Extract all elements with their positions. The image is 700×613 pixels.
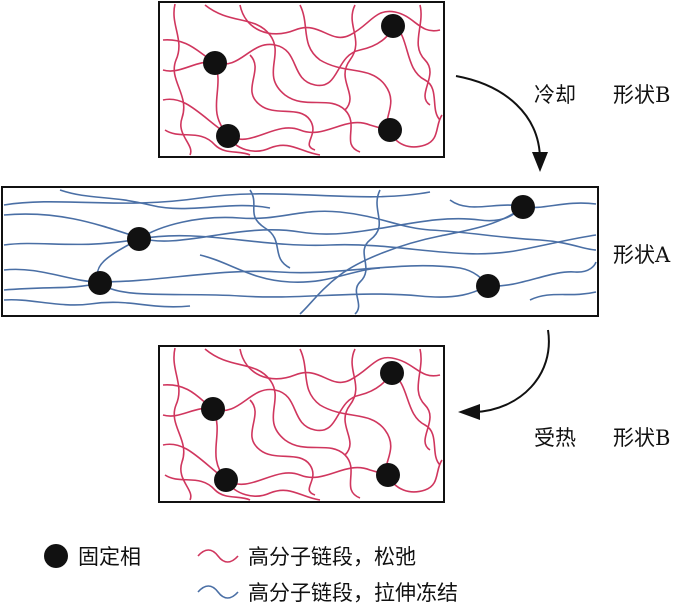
legend-fixed-phase-label: 固定相: [78, 545, 141, 569]
fixed-phase-node: [201, 397, 225, 421]
label-cooling: 冷却: [534, 83, 576, 107]
fixed-phase-node: [380, 361, 404, 385]
legend-relaxed-label: 高分子链段，松弛: [248, 545, 416, 569]
middle-box-frame: [1, 186, 599, 317]
legend-frozen-symbol: [197, 585, 239, 599]
bottom-box-shape-b: [158, 345, 445, 503]
bottom-box-frame: [158, 345, 445, 503]
fixed-phase-node: [378, 118, 402, 142]
fixed-phase-node: [127, 227, 151, 251]
legend-fixed-phase-symbol: [44, 544, 68, 568]
legend: 固定相 高分子链段，松弛 高分子链段，拉伸冻结: [44, 544, 458, 605]
top-box-frame: [158, 1, 445, 158]
top-box-relaxed-chains: [162, 3, 443, 156]
fixed-phase-node: [381, 14, 405, 38]
label-shape-b-bottom: 形状B: [613, 426, 670, 450]
fixed-phase-node: [88, 271, 112, 295]
fixed-phase-node: [511, 195, 535, 219]
fixed-phase-node: [476, 274, 500, 298]
label-heating: 受热: [534, 426, 576, 450]
legend-frozen-label: 高分子链段，拉伸冻结: [248, 581, 458, 605]
label-shape-b-top: 形状B: [613, 83, 670, 107]
arrow-heating: [458, 329, 550, 420]
fixed-phase-node: [376, 463, 400, 487]
top-box-shape-b: [158, 1, 445, 158]
middle-box-shape-a: [1, 186, 599, 317]
label-shape-a: 形状A: [613, 243, 671, 267]
fixed-phase-node: [214, 468, 238, 492]
fixed-phase-node: [203, 51, 227, 75]
arrow-cooling: [455, 75, 548, 172]
middle-box-frozen-chains: [3, 189, 597, 315]
fixed-phase-node: [216, 124, 240, 148]
legend-relaxed-symbol: [197, 549, 239, 563]
